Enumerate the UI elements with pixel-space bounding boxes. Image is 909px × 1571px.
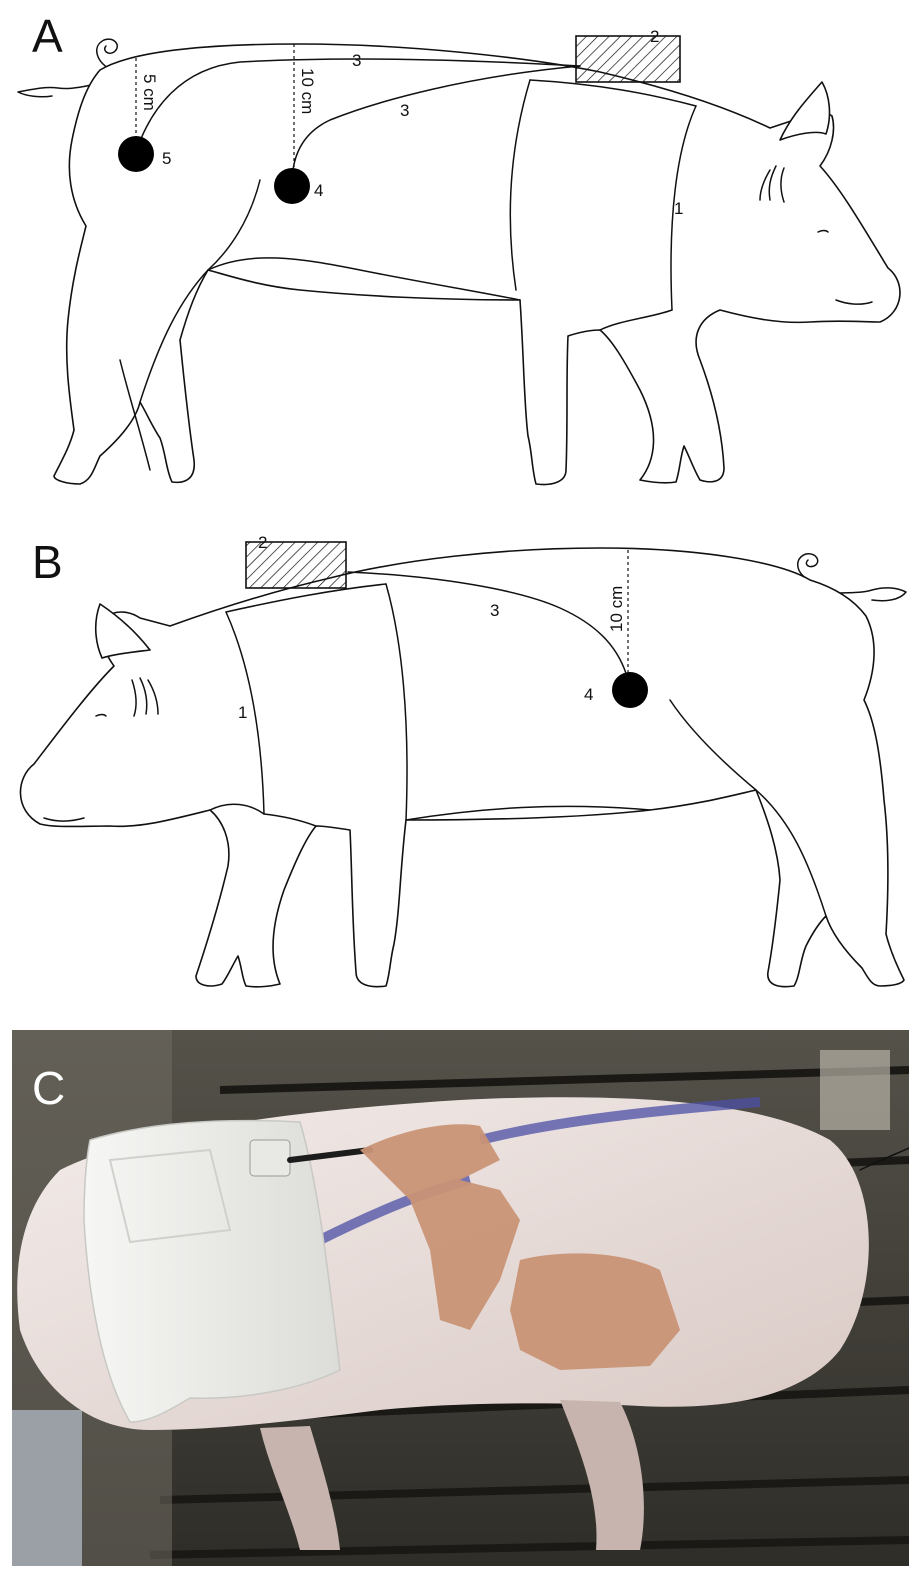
label-device: 2 [650, 27, 659, 46]
pig-body-outline [20, 548, 904, 987]
electrode-rear [118, 136, 154, 172]
electrode [612, 672, 648, 708]
pig-diagram-a: A 2 1 3 3 4 5 5 cm 10 cm [0, 0, 909, 500]
tape-patch [510, 1253, 680, 1370]
label-lead-upper: 3 [352, 51, 361, 70]
label-electrode-rear: 5 [162, 149, 171, 168]
vest [84, 1121, 340, 1422]
label-lead-lower: 3 [400, 101, 409, 120]
ear [780, 82, 829, 140]
label-vest: 1 [238, 703, 247, 722]
pen-gate [12, 1410, 82, 1566]
label-device: 2 [258, 533, 267, 552]
pig-diagram-b: B 2 1 3 4 10 cm [0, 520, 909, 1000]
label-lead: 3 [490, 601, 499, 620]
panel-letter-a: A [32, 10, 63, 62]
label-electrode: 4 [584, 685, 593, 704]
panel-c-photo: C [0, 1030, 909, 1566]
label-electrode-mid: 4 [314, 181, 323, 200]
pig-photo: C [0, 1030, 909, 1566]
panel-a: A 2 1 3 3 4 5 5 cm 10 cm [0, 0, 909, 500]
distance-label-mid: 10 cm [298, 68, 317, 114]
recording-device [576, 36, 680, 82]
sensor-box [250, 1140, 290, 1176]
panel-b: B 2 1 3 4 10 cm [0, 520, 909, 1000]
panel-letter-b: B [32, 536, 63, 588]
distance-label-mid: 10 cm [607, 586, 626, 632]
electrode-mid [274, 168, 310, 204]
pig-body-outline [54, 44, 900, 484]
label-vest: 1 [674, 199, 683, 218]
distance-label-rear: 5 cm [140, 74, 159, 111]
panel-letter-c: C [32, 1062, 65, 1114]
